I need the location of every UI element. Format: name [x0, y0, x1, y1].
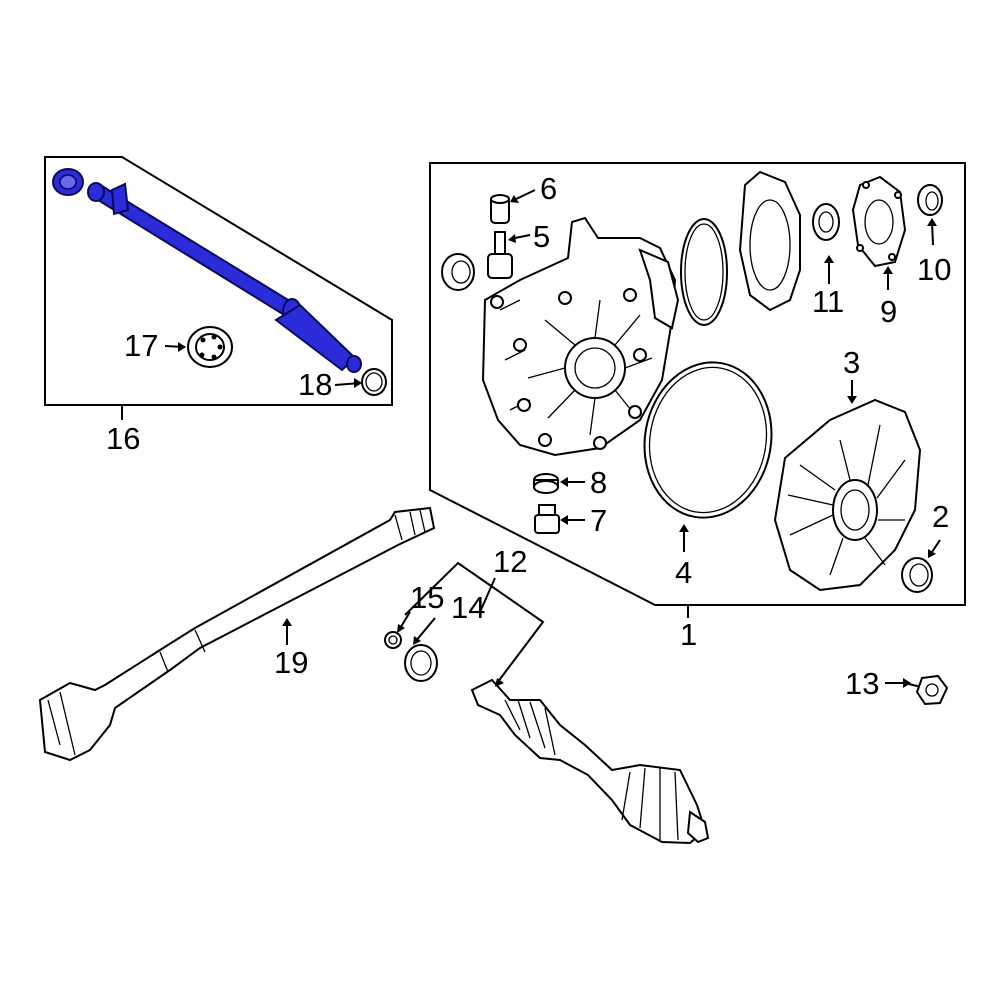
- plug-7[interactable]: [534, 504, 560, 534]
- intermediate-shaft-seal[interactable]: [52, 168, 84, 196]
- callout-labels: 16 17 18 6 5 8 7 4 1 3 2 11 9 10 13 12 1…: [106, 171, 951, 701]
- callout-14[interactable]: 14: [451, 590, 485, 625]
- gasket-4[interactable]: [632, 352, 783, 528]
- rear-cover-3[interactable]: [773, 398, 922, 592]
- propeller-shaft-19[interactable]: [38, 506, 436, 762]
- callout-4[interactable]: 4: [675, 555, 692, 590]
- bolt-13[interactable]: [904, 674, 949, 706]
- callout-15[interactable]: 15: [410, 580, 444, 615]
- seal-10[interactable]: [917, 184, 943, 216]
- group-frame-16: [44, 156, 393, 406]
- callout-16[interactable]: 16: [106, 421, 140, 456]
- bearing-17[interactable]: [187, 326, 233, 368]
- callout-5[interactable]: 5: [533, 219, 550, 254]
- callout-1[interactable]: 1: [680, 617, 697, 652]
- differential-housing[interactable]: [481, 216, 680, 457]
- ring-15[interactable]: [384, 631, 402, 649]
- callout-11[interactable]: 11: [812, 284, 844, 319]
- callout-2[interactable]: 2: [932, 499, 949, 534]
- callout-9[interactable]: 9: [880, 294, 897, 329]
- callout-10[interactable]: 10: [917, 252, 951, 287]
- callout-19[interactable]: 19: [274, 645, 308, 680]
- callout-13[interactable]: 13: [845, 666, 879, 701]
- callout-18[interactable]: 18: [298, 367, 332, 402]
- callout-12[interactable]: 12: [493, 544, 527, 579]
- cover-plate[interactable]: [738, 170, 801, 312]
- callout-8[interactable]: 8: [590, 465, 607, 500]
- snap-ring-18[interactable]: [361, 368, 387, 396]
- plug-6[interactable]: [490, 194, 510, 224]
- group-frame-1: [429, 162, 966, 606]
- leader-lines: [121, 189, 941, 688]
- intermediate-shaft[interactable]: [87, 182, 362, 373]
- seal-11[interactable]: [812, 203, 840, 241]
- callout-3[interactable]: 3: [843, 345, 860, 380]
- seal-2[interactable]: [901, 557, 933, 593]
- callout-6[interactable]: 6: [540, 171, 557, 206]
- flange-9[interactable]: [851, 175, 907, 268]
- washer-14[interactable]: [404, 644, 438, 682]
- axle-shaft-12[interactable]: [470, 678, 710, 845]
- callout-7[interactable]: 7: [590, 503, 607, 538]
- callout-17[interactable]: 17: [124, 328, 158, 363]
- ring-8[interactable]: [533, 473, 559, 494]
- sensor-5[interactable]: [487, 231, 513, 279]
- seal-left[interactable]: [441, 253, 475, 291]
- o-ring-upper[interactable]: [680, 218, 728, 326]
